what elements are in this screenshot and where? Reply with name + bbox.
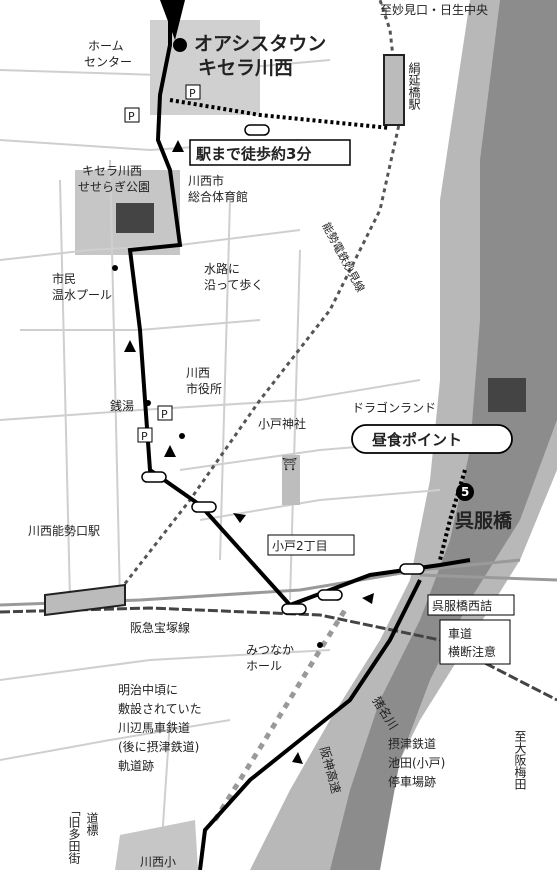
home-center-label-1: ホーム — [88, 39, 124, 53]
meiji-note-4: (後に摂津鉄道) — [118, 739, 199, 754]
walking-route — [127, 10, 471, 608]
walking-route-river — [198, 579, 422, 870]
parking-icon: P — [141, 430, 148, 443]
kobe-2chome-box — [267, 534, 355, 556]
parking-icon: P — [189, 87, 196, 100]
old-tram-track — [212, 608, 348, 822]
route-dotted-station — [169, 98, 391, 130]
river-water — [330, 0, 557, 870]
kurehashi-label: 呉服橋 — [455, 509, 513, 532]
toilet-icons — [116, 203, 526, 412]
meiji-note-5: 軌道跡 — [118, 758, 154, 773]
gym-label-1: 川西市 — [188, 173, 224, 188]
kurehashi-nishizume-label: 呉服橋西詰 — [432, 598, 492, 613]
destination-right: 至大阪梅田 — [513, 730, 527, 790]
gym-label-2: 総合体育館 — [188, 189, 248, 204]
parking-icons — [124, 84, 201, 443]
oasis-label-1: オアシスタウン — [194, 33, 326, 55]
point-5-marker — [456, 483, 474, 501]
home-center-label-2: センター — [84, 55, 132, 69]
old-road-label: 「旧多田街 — [67, 804, 81, 864]
dragon-land-label: ドラゴンランド — [352, 400, 436, 415]
walk-time-box — [189, 139, 351, 166]
shrine-icon: ⛩ — [282, 457, 297, 471]
meiji-note-1: 明治中頃に — [118, 682, 178, 697]
crossing-box — [439, 619, 511, 665]
kinobe-station-box — [383, 54, 405, 126]
settsu-note-1: 摂津鉄道 — [388, 736, 436, 751]
onsen-label-2: 温水プール — [52, 288, 112, 302]
onsen-label-1: 市民 — [52, 271, 76, 286]
walk-time-label: 駅まで徒歩約3分 — [195, 145, 311, 163]
meiji-note-3: 川辺馬車鉄道 — [118, 720, 190, 735]
park-label-2: せせらぎ公園 — [78, 180, 150, 194]
waterway-label-2: 沿って歩く — [204, 277, 263, 292]
start-marker — [173, 38, 187, 52]
kawanishi-station-label: 川西能勢口駅 — [28, 523, 100, 538]
mitsunaka-label-1: みつなか — [246, 643, 294, 657]
route-dotted-lunch — [438, 469, 467, 561]
waterway-label-1: 水路に — [204, 261, 240, 276]
shrine-label: 小戸神社 — [258, 416, 306, 431]
shrine-area — [282, 455, 300, 505]
poi-dots — [112, 265, 323, 648]
crossing-label-1: 車道 — [448, 627, 472, 641]
park-label-1: キセラ川西 — [82, 164, 142, 178]
meiji-note-2: 敷設されていた — [118, 701, 202, 716]
hankyu-label: 阪急宝塚線 — [130, 620, 190, 635]
school-label: 川西小 — [140, 855, 176, 869]
parking-icon: P — [128, 110, 135, 123]
city-hall-label-1: 川西 — [186, 366, 210, 380]
nose-line-label: 能勢電鉄妙見線 — [319, 220, 368, 295]
kobe-2chome-label: 小戸2丁目 — [272, 539, 328, 553]
direction-arrows — [124, 140, 374, 764]
kawanishi-station-box — [44, 583, 126, 617]
settsu-note-3: 停車場跡 — [388, 774, 436, 789]
destination-top-right: 至妙見口・日生中央 — [380, 2, 488, 17]
mitsunaka-label-2: ホール — [246, 659, 282, 673]
lunch-point-box — [351, 424, 513, 454]
sento-label: 銭湯 — [110, 398, 134, 413]
lunch-point-label: 昼食ポイント — [372, 431, 462, 449]
school-area — [115, 820, 198, 870]
settsu-note-2: 池田(小戸) — [388, 756, 445, 770]
kurehashi-nishizume-box — [427, 594, 515, 616]
kinobe-station-label: 絹延橋駅 — [407, 62, 421, 111]
start-pointer — [160, 0, 185, 40]
parking-icon: P — [161, 408, 168, 421]
city-hall-label-2: 市役所 — [186, 381, 222, 396]
crossing-label-2: 横断注意 — [448, 644, 496, 659]
signpost-label: 道標 — [85, 812, 99, 836]
point-5-number: 5 — [461, 485, 469, 499]
oasis-label-2: キセラ川西 — [198, 57, 293, 79]
traffic-signals — [141, 124, 425, 615]
